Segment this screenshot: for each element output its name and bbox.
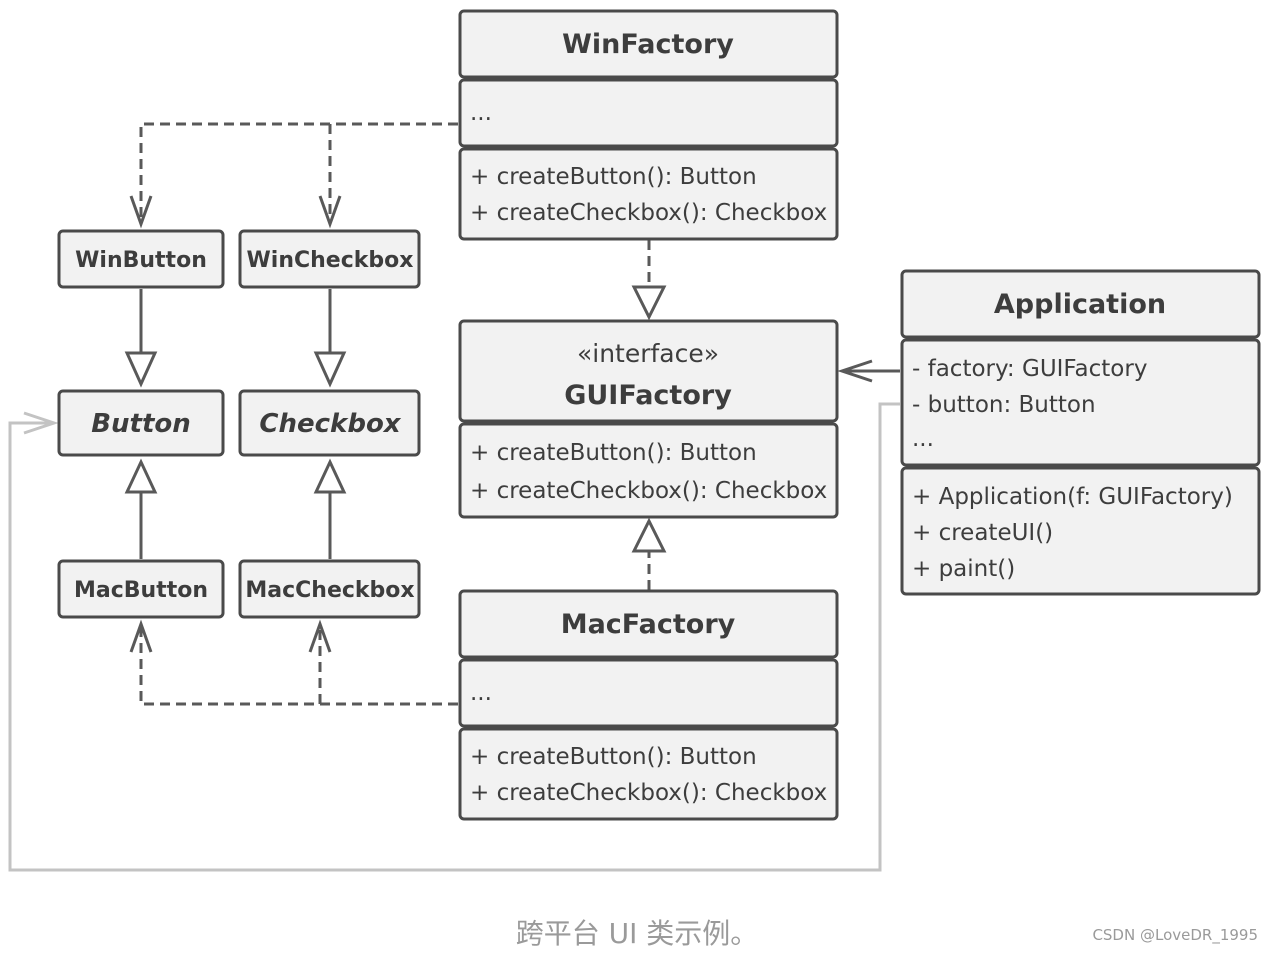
maccheckbox-extends-triangle: [313, 458, 347, 494]
winfactory-field-0: ...: [470, 100, 492, 126]
macbutton-extends-triangle: [124, 458, 158, 494]
watermark: CSDN @LoveDR_1995: [1092, 926, 1258, 944]
application-field-2: ...: [912, 426, 934, 452]
class-macfactory: MacFactory ... + createButton(): Button …: [458, 589, 839, 821]
interface-checkbox: Checkbox: [238, 389, 421, 457]
winbutton-name: WinButton: [75, 248, 207, 273]
interface-button: Button: [57, 389, 225, 457]
checkbox-name: Checkbox: [259, 409, 401, 439]
arrow-macbutton-head: [129, 619, 153, 653]
winfactory-creates-connector: [139, 122, 458, 224]
application-field-0: - factory: GUIFactory: [912, 356, 1147, 382]
class-application: Application - factory: GUIFactory - butt…: [900, 269, 1261, 596]
winfactory-method-1: + createCheckbox(): Checkbox: [470, 200, 827, 226]
class-wincheckbox: WinCheckbox: [238, 229, 421, 289]
class-winbutton: WinButton: [57, 229, 225, 289]
application-method-2: + paint(): [912, 556, 1015, 582]
application-uses-button-head: [23, 411, 59, 435]
winbutton-extends-triangle: [124, 351, 158, 388]
macfactory-creates-connector: [139, 624, 458, 706]
maccheckbox-name: MacCheckbox: [245, 578, 414, 603]
guifactory-name: GUIFactory: [564, 380, 732, 411]
figure-caption: 跨平台 UI 类示例。: [515, 917, 759, 950]
arrow-winbutton-head: [129, 195, 153, 229]
arrow-maccheckbox-head: [308, 619, 332, 653]
application-method-1: + createUI(): [912, 520, 1053, 546]
guifactory-method-0: + createButton(): Button: [470, 440, 757, 466]
wincheckbox-name: WinCheckbox: [247, 248, 414, 273]
winfactory-method-0: + createButton(): Button: [470, 164, 757, 190]
application-method-0: + Application(f: GUIFactory): [912, 484, 1233, 510]
application-uses-button-line: [8, 402, 900, 872]
application-uses-guifactory-head: [837, 359, 873, 383]
winfactory-implements-triangle: [631, 285, 667, 321]
guifactory-stereotype: «interface»: [577, 339, 719, 368]
class-winfactory: WinFactory ... + createButton(): Button …: [458, 9, 839, 241]
guifactory-method-1: + createCheckbox(): Checkbox: [470, 478, 827, 504]
class-macbutton: MacButton: [57, 559, 225, 619]
macfactory-field-0: ...: [470, 680, 492, 706]
macfactory-implements-triangle: [631, 517, 667, 553]
application-field-1: - button: Button: [912, 392, 1096, 418]
button-name: Button: [91, 409, 191, 439]
macbutton-name: MacButton: [74, 578, 208, 603]
class-maccheckbox: MacCheckbox: [238, 559, 421, 619]
application-name: Application: [994, 289, 1166, 320]
wincheckbox-extends-triangle: [313, 351, 347, 388]
arrow-wincheckbox-head: [318, 195, 342, 229]
winfactory-name: WinFactory: [562, 29, 734, 60]
class-guifactory: «interface» GUIFactory + createButton():…: [458, 319, 839, 519]
macfactory-method-1: + createCheckbox(): Checkbox: [470, 780, 827, 806]
macfactory-name: MacFactory: [561, 609, 736, 640]
macfactory-method-0: + createButton(): Button: [470, 744, 757, 770]
